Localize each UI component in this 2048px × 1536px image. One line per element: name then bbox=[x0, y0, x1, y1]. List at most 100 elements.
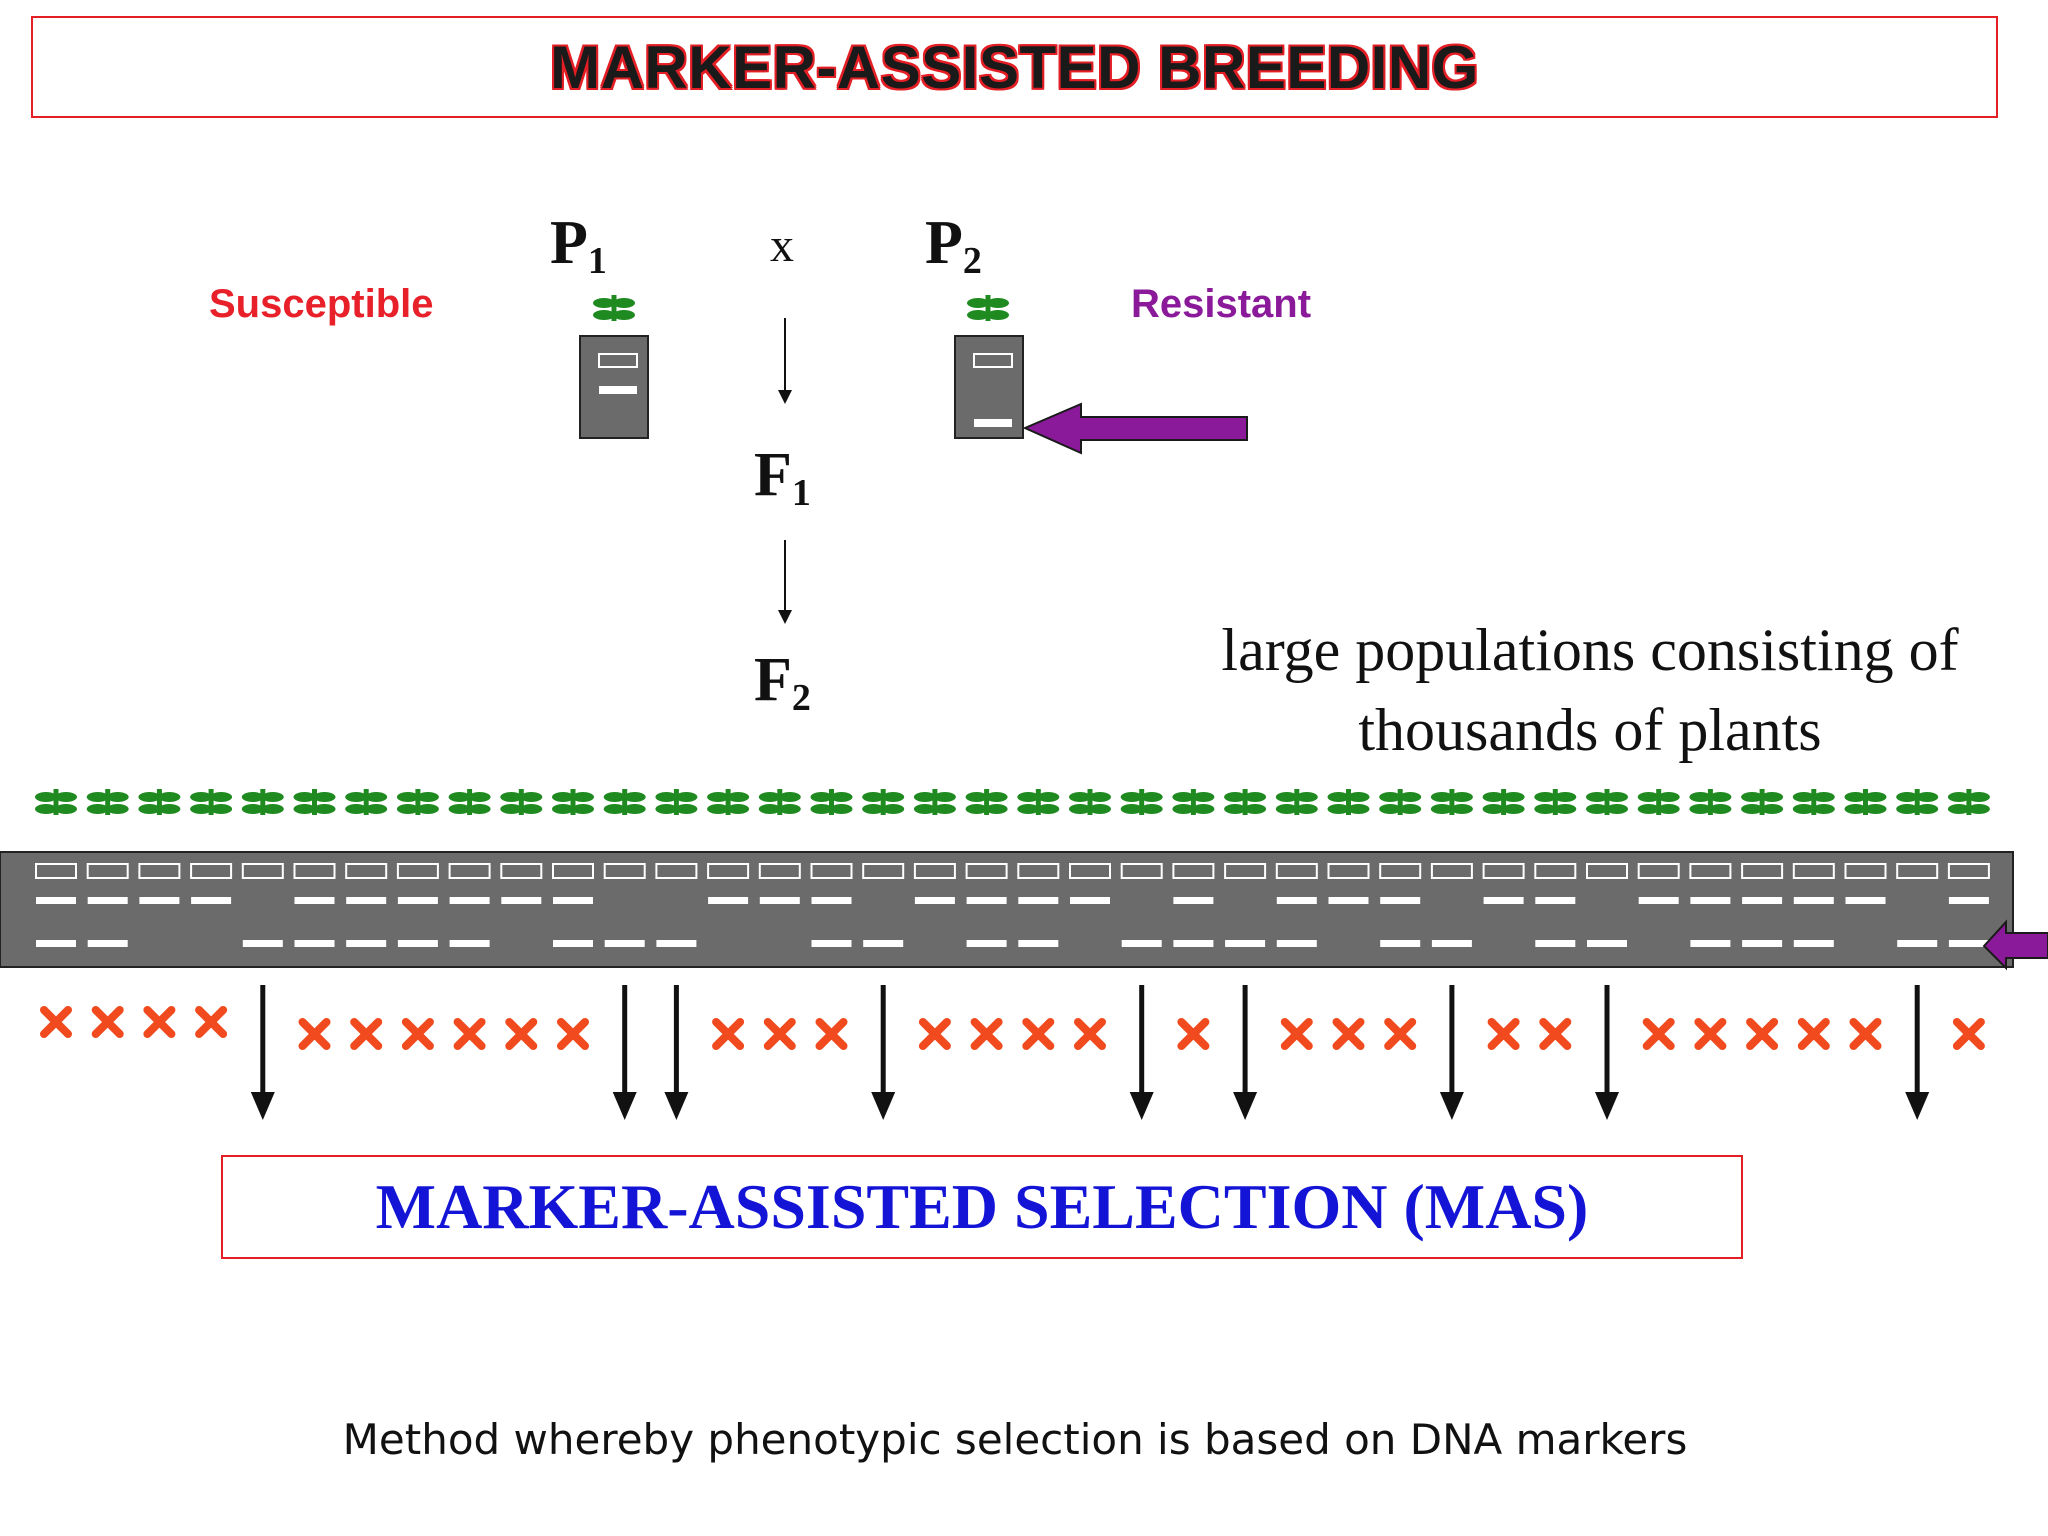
cross-mark-icon bbox=[303, 1022, 327, 1046]
seedling-icon bbox=[86, 789, 129, 815]
seedling-icon bbox=[1224, 789, 1267, 815]
gel-band-marker bbox=[1587, 940, 1627, 947]
seedling-icon bbox=[1482, 789, 1525, 815]
seedling-icon bbox=[913, 789, 956, 815]
gel-band-marker bbox=[863, 940, 904, 947]
generation-f2-letter: F bbox=[754, 646, 792, 714]
seedling-icon bbox=[1327, 789, 1370, 815]
gel-well bbox=[1844, 863, 1887, 879]
seedling-icon bbox=[552, 789, 594, 815]
f2-selection-outcomes bbox=[44, 985, 1981, 1120]
f1-to-f2-arrow-icon bbox=[778, 540, 792, 624]
generation-f1-sub: 1 bbox=[791, 472, 811, 514]
seedling-icon bbox=[35, 789, 77, 815]
gel-well bbox=[1430, 863, 1473, 879]
parent-p1-label: P1 bbox=[550, 208, 607, 282]
parent-p1-gel bbox=[579, 335, 649, 439]
parent-p2-sub: 2 bbox=[962, 240, 982, 282]
gel-band-susceptible bbox=[191, 897, 232, 904]
gel-well bbox=[1379, 863, 1422, 879]
title-box: MARKER-ASSISTED BREEDING bbox=[31, 16, 1998, 118]
gel-well bbox=[1896, 863, 1939, 879]
seedling-icon bbox=[1275, 789, 1318, 815]
gel-band-susceptible bbox=[87, 897, 128, 904]
parent-p1-sub: 1 bbox=[587, 240, 607, 282]
gel-band-susceptible bbox=[1380, 897, 1421, 904]
gel-band-susceptible bbox=[1742, 897, 1783, 904]
gel-well bbox=[552, 863, 594, 879]
cross-symbol: x bbox=[770, 219, 794, 272]
cross-mark-icon bbox=[768, 1022, 792, 1046]
gel-band-susceptible bbox=[294, 897, 335, 904]
cross-mark-icon bbox=[1078, 1022, 1102, 1046]
seedling-icon bbox=[1741, 789, 1784, 815]
cross-mark-icon bbox=[1337, 1022, 1361, 1046]
gel-well bbox=[965, 863, 1008, 879]
seedling-icon bbox=[448, 789, 491, 815]
cross-mark-icon bbox=[716, 1022, 740, 1046]
gel-band-susceptible bbox=[36, 897, 76, 904]
gel-band-susceptible bbox=[1690, 897, 1731, 904]
gel-well bbox=[500, 863, 543, 879]
resistant-label: Resistant bbox=[1131, 282, 1312, 326]
seedling-icon bbox=[500, 789, 543, 815]
gel-band-marker bbox=[1431, 940, 1472, 947]
down-arrow-icon bbox=[664, 985, 689, 1120]
gel-band-marker bbox=[1948, 940, 1989, 947]
gel-band-marker bbox=[397, 940, 438, 947]
down-arrow-icon bbox=[871, 985, 896, 1120]
seedling-icon bbox=[1069, 789, 1111, 815]
seedling-icon bbox=[190, 789, 233, 815]
gel-band-marker bbox=[553, 940, 593, 947]
cross-mark-icon bbox=[458, 1022, 482, 1046]
gel-well bbox=[655, 863, 698, 879]
f2-gel-marker-arrow-icon bbox=[1982, 919, 2048, 971]
population-note: large populations consisting of thousand… bbox=[1160, 610, 2020, 770]
gel-well bbox=[862, 863, 905, 879]
seedling-icon bbox=[1689, 789, 1732, 815]
generation-f1-label: F1 bbox=[754, 440, 811, 514]
generation-f1-letter: F bbox=[754, 441, 792, 509]
gel-well bbox=[396, 863, 439, 879]
cross-mark-icon bbox=[44, 1010, 68, 1034]
gel-band-marker bbox=[1018, 940, 1059, 947]
gel-band-susceptible bbox=[1276, 897, 1317, 904]
generation-f2-label: F2 bbox=[754, 645, 811, 719]
page-title: MARKER-ASSISTED BREEDING bbox=[550, 33, 1479, 101]
gel-band-susceptible bbox=[1483, 897, 1524, 904]
parent-p2-seedling-icon bbox=[967, 295, 1009, 321]
seedling-icon bbox=[707, 789, 750, 815]
gel-band-susceptible bbox=[966, 897, 1007, 904]
gel-band-marker bbox=[1742, 940, 1783, 947]
mas-box: MARKER-ASSISTED SELECTION (MAS) bbox=[221, 1155, 1743, 1259]
cross-mark-icon bbox=[1543, 1022, 1567, 1046]
mas-label: MARKER-ASSISTED SELECTION (MAS) bbox=[375, 1171, 1589, 1242]
resistance-marker-arrow-icon bbox=[1022, 402, 1248, 455]
down-arrow-icon bbox=[1439, 985, 1464, 1120]
gel-band-susceptible bbox=[1018, 897, 1059, 904]
seedling-icon bbox=[396, 789, 439, 815]
gel-band-susceptible bbox=[501, 897, 542, 904]
gel-band-susceptible bbox=[1948, 897, 1989, 904]
gel-well bbox=[345, 863, 388, 879]
gel-band-susceptible bbox=[346, 897, 387, 904]
seedling-icon bbox=[965, 789, 1008, 815]
gel-band-marker bbox=[1535, 940, 1576, 947]
seedling-icon bbox=[241, 789, 284, 815]
gel-well bbox=[1275, 863, 1318, 879]
down-arrow-icon bbox=[612, 985, 637, 1120]
cross-mark-icon bbox=[1854, 1022, 1878, 1046]
gel-band-marker bbox=[294, 940, 335, 947]
seedling-icon bbox=[1896, 789, 1939, 815]
seedling-icon bbox=[1430, 789, 1473, 815]
gel-well bbox=[707, 863, 750, 879]
gel-band-marker bbox=[604, 940, 645, 947]
gel-well bbox=[603, 863, 646, 879]
seedling-icon bbox=[603, 789, 646, 815]
parent-p2-label: P2 bbox=[925, 208, 982, 282]
gel-band-marker bbox=[1793, 940, 1834, 947]
gel-band-marker bbox=[449, 940, 490, 947]
footer-caption: Method whereby phenotypic selection is b… bbox=[342, 1415, 1688, 1464]
gel-well bbox=[1224, 863, 1267, 879]
